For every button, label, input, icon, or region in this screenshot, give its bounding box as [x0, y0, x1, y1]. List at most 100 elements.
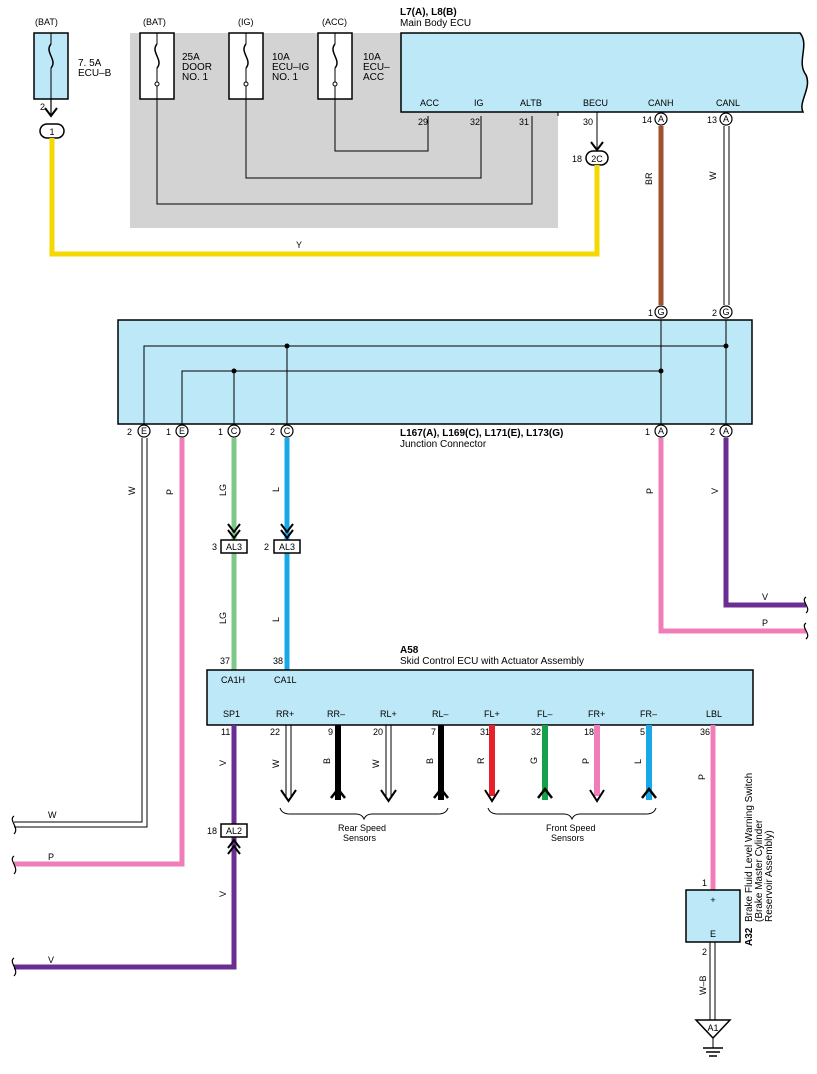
svg-text:FL–: FL– — [537, 709, 553, 719]
svg-text:AL3: AL3 — [279, 542, 295, 552]
svg-text:+: + — [710, 895, 715, 905]
svg-text:13: 13 — [707, 115, 717, 125]
svg-text:P: P — [165, 489, 175, 495]
fuse-connector-1: 1 — [39, 123, 65, 139]
offpage-markers-right — [803, 596, 809, 640]
svg-text:A: A — [658, 114, 664, 124]
svg-text:E: E — [710, 929, 716, 939]
becu-connector: 18 2C — [572, 112, 609, 166]
svg-text:(Brake Master Cylinder: (Brake Master Cylinder — [754, 819, 765, 922]
svg-text:A: A — [723, 114, 729, 124]
svg-text:A: A — [658, 426, 664, 436]
svg-text:1: 1 — [645, 427, 650, 437]
svg-text:32: 32 — [531, 727, 541, 737]
main-body-ecu: L7(A), L8(B) Main Body ECU — [400, 7, 809, 116]
ground-a1: A1 — [694, 1019, 732, 1057]
svg-text:(ACC): (ACC) — [322, 17, 347, 27]
svg-text:LBL: LBL — [706, 709, 722, 719]
svg-text:(IG): (IG) — [238, 17, 254, 27]
svg-text:L167(A), L169(C), L171(E), L17: L167(A), L169(C), L171(E), L173(G) — [400, 428, 563, 439]
svg-text:NO. 1: NO. 1 — [182, 72, 209, 83]
svg-text:A1: A1 — [707, 1023, 718, 1033]
svg-text:C: C — [231, 426, 238, 436]
svg-text:B: B — [322, 758, 332, 764]
svg-text:CANL: CANL — [716, 98, 740, 108]
svg-text:2: 2 — [702, 947, 707, 957]
svg-text:P: P — [697, 774, 707, 780]
svg-text:P: P — [581, 758, 591, 764]
svg-text:2: 2 — [264, 542, 269, 552]
svg-text:18: 18 — [572, 154, 582, 164]
svg-text:Rear Speed: Rear Speed — [338, 823, 386, 833]
svg-text:31: 31 — [519, 117, 529, 127]
svg-text:1: 1 — [166, 427, 171, 437]
svg-text:RR–: RR– — [327, 709, 345, 719]
svg-text:CA1L: CA1L — [274, 675, 297, 685]
offpage-markers-left — [11, 815, 17, 977]
svg-text:C: C — [284, 426, 291, 436]
svg-text:2: 2 — [712, 308, 717, 318]
svg-text:7. 5A: 7. 5A — [78, 58, 102, 69]
svg-text:ACC: ACC — [420, 98, 440, 108]
svg-text:38: 38 — [273, 656, 283, 666]
svg-text:AL2: AL2 — [226, 826, 242, 836]
svg-text:2: 2 — [710, 427, 715, 437]
svg-text:5: 5 — [640, 727, 645, 737]
svg-text:RR+: RR+ — [276, 709, 294, 719]
junction-connector: L167(A), L169(C), L171(E), L173(G) Junct… — [117, 319, 753, 450]
svg-text:V: V — [218, 891, 228, 897]
svg-text:P: P — [645, 488, 655, 494]
svg-text:2: 2 — [127, 427, 132, 437]
wire-v-right — [723, 438, 806, 608]
svg-text:V: V — [762, 592, 768, 602]
svg-text:36: 36 — [700, 727, 710, 737]
power-wires — [156, 86, 533, 205]
sensor-brackets — [279, 807, 657, 821]
fuse-ecu-b: (BAT) 7. 5A ECU–B 2 — [33, 17, 112, 118]
svg-text:1: 1 — [218, 427, 223, 437]
svg-text:18: 18 — [584, 727, 594, 737]
svg-text:7: 7 — [431, 727, 436, 737]
main-ecu-terminals: ACC 29 IG 32 ALTB 31 BECU 30 CANH 14 A C… — [418, 98, 740, 127]
svg-text:29: 29 — [418, 117, 428, 127]
wire-y — [49, 138, 600, 257]
svg-text:RL+: RL+ — [380, 709, 397, 719]
svg-text:Skid Control ECU with Actuator: Skid Control ECU with Actuator Assembly — [400, 656, 584, 667]
svg-text:25A: 25A — [182, 52, 200, 63]
svg-text:A: A — [723, 426, 729, 436]
svg-text:LG: LG — [218, 484, 228, 496]
svg-text:LG: LG — [218, 612, 228, 624]
svg-text:3: 3 — [212, 542, 217, 552]
svg-text:FR–: FR– — [640, 709, 657, 719]
svg-text:(BAT): (BAT) — [35, 17, 58, 27]
svg-text:Front Speed: Front Speed — [546, 823, 596, 833]
rear-speed-sensor-wires: W B W B — [271, 725, 449, 803]
junction-bottom-pins: 2 E 1 E 1 C 2 C 1 A 2 A — [127, 424, 733, 438]
svg-text:E: E — [179, 426, 185, 436]
svg-text:20: 20 — [373, 727, 383, 737]
svg-text:RL–: RL– — [432, 709, 449, 719]
svg-text:W: W — [271, 759, 281, 768]
svg-text:ECU–IG: ECU–IG — [272, 62, 309, 73]
svg-text:2: 2 — [40, 102, 45, 112]
svg-text:CANH: CANH — [648, 98, 674, 108]
svg-text:P: P — [762, 618, 768, 628]
svg-text:G: G — [529, 757, 539, 764]
svg-text:FR+: FR+ — [588, 709, 605, 719]
svg-text:L: L — [271, 487, 281, 492]
junction-top-pins: 1 G 2 G — [648, 305, 733, 319]
svg-text:Sensors: Sensors — [551, 833, 585, 843]
svg-text:10A: 10A — [272, 52, 290, 63]
svg-text:CA1H: CA1H — [221, 675, 245, 685]
svg-text:L: L — [271, 617, 281, 622]
svg-text:(BAT): (BAT) — [143, 17, 166, 27]
svg-text:ECU–B: ECU–B — [78, 68, 112, 79]
svg-text:Reservoir Assembly): Reservoir Assembly) — [764, 830, 775, 922]
svg-text:1: 1 — [702, 878, 707, 888]
svg-text:NO. 1: NO. 1 — [272, 72, 299, 83]
svg-text:V: V — [710, 488, 720, 494]
svg-text:2C: 2C — [591, 154, 603, 164]
connector-al3: 3 AL3 2 AL3 — [212, 523, 301, 554]
